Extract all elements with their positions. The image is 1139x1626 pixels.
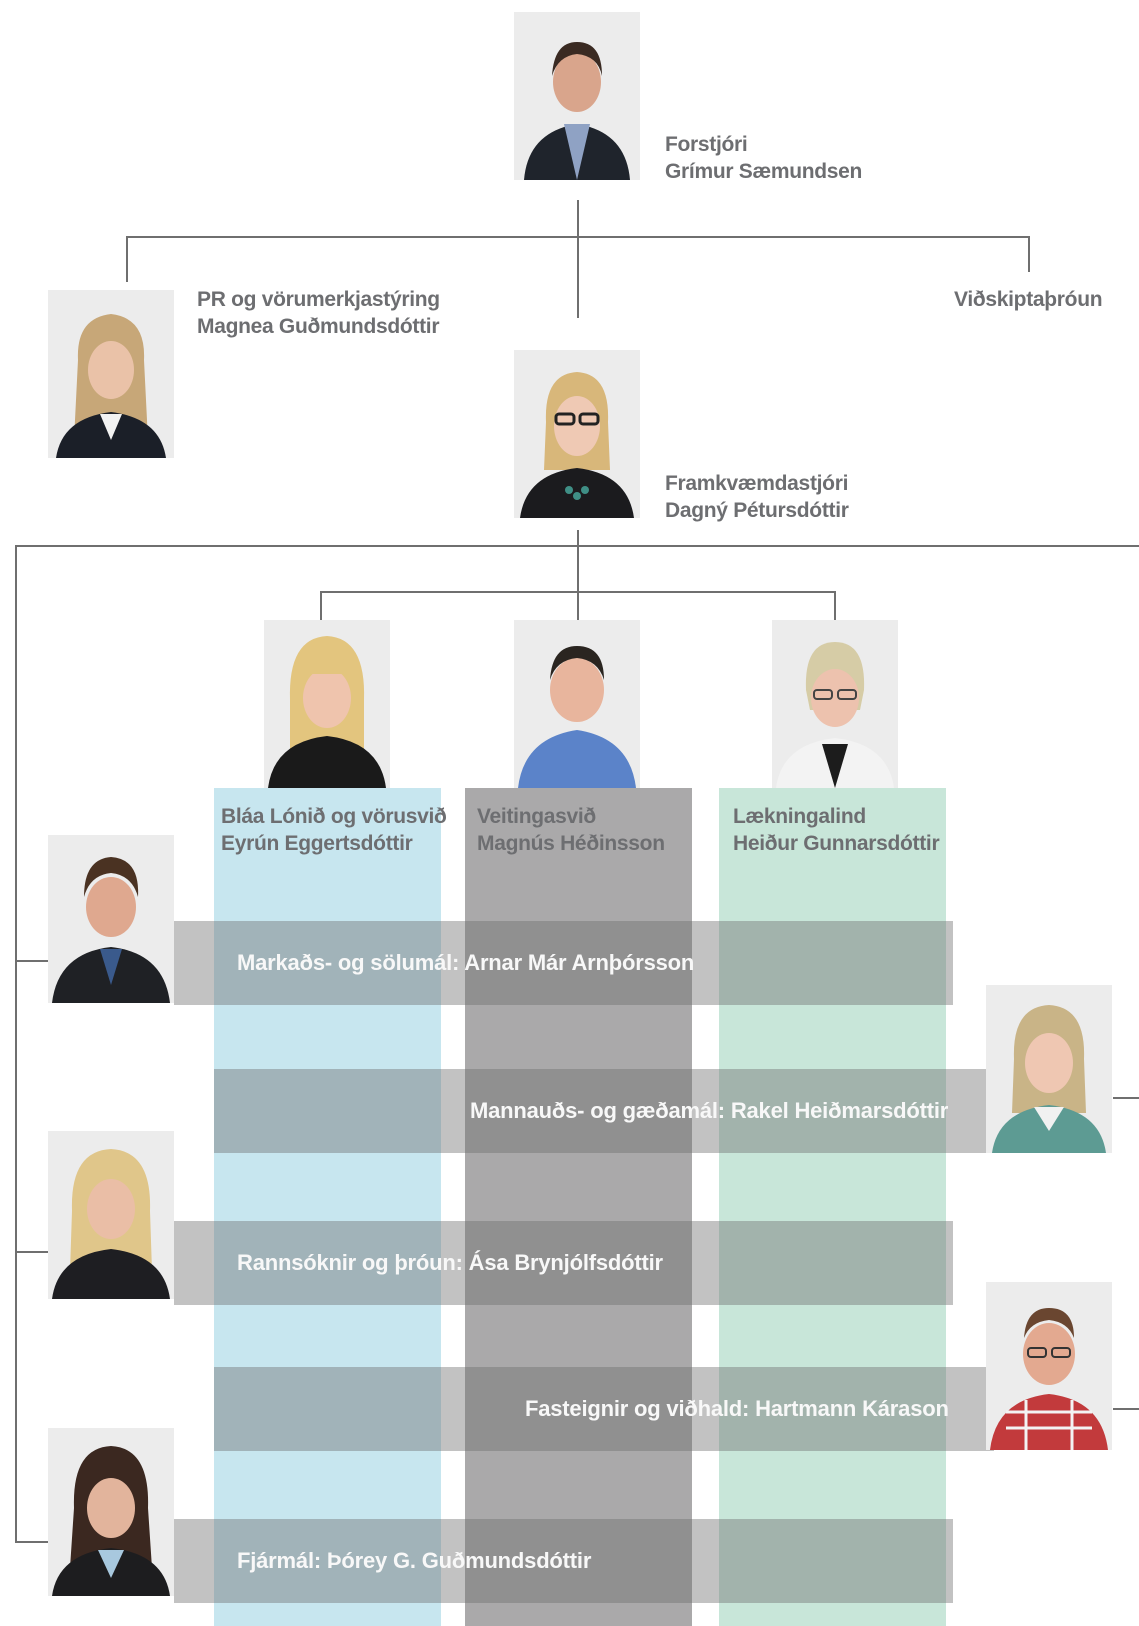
- function-band-fjarmal: [174, 1519, 953, 1603]
- person-photo-icon: [514, 620, 640, 788]
- function-label-fasteignir: Fasteignir og viðhald: Hartmann Kárason: [525, 1396, 949, 1421]
- function-photo-markadsmal: [48, 835, 174, 1003]
- function-band-rannsoknir: [174, 1221, 953, 1305]
- division-column-green: [719, 788, 946, 1626]
- bizdev-connector-line: [1028, 236, 1030, 272]
- pr-name: Magnea Guðmundsdóttir: [197, 315, 440, 338]
- division-label-2: Veitingasvið Magnús Héðinsson: [477, 803, 665, 857]
- division-label-3: Lækningalind Heiður Gunnarsdóttir: [733, 803, 940, 857]
- function-label-fjarmal: Fjármál: Þórey G. Guðmundsdóttir: [237, 1548, 592, 1573]
- bizdev-role: Viðskiptaþróun: [954, 288, 1103, 311]
- function-band-markadsmal: [174, 921, 953, 1005]
- ceo-down-line: [577, 200, 579, 318]
- md-name: Dagný Pétursdóttir: [665, 499, 849, 522]
- md-role: Framkvæmdastjóri: [665, 472, 849, 495]
- person-photo-icon: [514, 350, 640, 518]
- pr-photo: [48, 290, 174, 458]
- division-name: Eyrún Eggertsdóttir: [221, 832, 413, 855]
- pr-role: PR og vörumerkjastýring: [197, 288, 440, 311]
- tick-rannsoknir: [15, 1251, 48, 1253]
- staff-branch-line: [15, 545, 1139, 547]
- md-down-line: [577, 530, 579, 622]
- tick-fjarmal: [15, 1541, 48, 1543]
- tick-fasteignir: [1113, 1408, 1139, 1410]
- division-role: Bláa Lónið og vörusvið: [221, 805, 447, 828]
- person-photo-icon: [772, 620, 898, 788]
- division-role: Veitingasvið: [477, 805, 596, 828]
- person-photo-icon: [48, 1428, 174, 1596]
- function-band-fasteignir: [214, 1367, 994, 1451]
- person-photo-icon: [48, 835, 174, 1003]
- bizdev-label: Viðskiptaþróun: [954, 286, 1103, 313]
- division-photo-3: [772, 620, 898, 788]
- function-label-mannaudsmal: Mannauðs- og gæðamál: Rakel Heiðmarsdótt…: [470, 1098, 949, 1123]
- md-photo: [514, 350, 640, 518]
- division-right-connector: [834, 591, 836, 621]
- pr-label: PR og vörumerkjastýring Magnea Guðmundsd…: [197, 286, 440, 340]
- division-role: Lækningalind: [733, 805, 866, 828]
- division-photo-1: [264, 620, 390, 788]
- person-photo-icon: [48, 1131, 174, 1299]
- function-label-rannsoknir: Rannsóknir og þróun: Ása Brynjólfsdóttir: [237, 1250, 663, 1275]
- division-column-gray: [465, 788, 692, 1626]
- pr-connector-line: [126, 236, 128, 282]
- ceo-name: Grímur Sæmundsen: [665, 160, 863, 183]
- ceo-role: Forstjóri: [665, 133, 748, 156]
- person-photo-icon: [986, 1282, 1112, 1450]
- division-name: Magnús Héðinsson: [477, 832, 665, 855]
- division-name: Heiður Gunnarsdóttir: [733, 832, 940, 855]
- person-photo-icon: [986, 985, 1112, 1153]
- division-column-blue: [214, 788, 441, 1626]
- division-photo-2: [514, 620, 640, 788]
- function-photo-mannaudsmal: [986, 985, 1112, 1153]
- ceo-label: Forstjóri Grímur Sæmundsen: [665, 131, 862, 185]
- tick-mannaudsmal: [1113, 1097, 1139, 1099]
- function-label-markadsmal: Markaðs- og sölumál: Arnar Már Arnþórsso…: [237, 950, 695, 975]
- function-photo-rannsoknir: [48, 1131, 174, 1299]
- division-left-connector: [320, 591, 322, 621]
- division-branch-line: [320, 591, 836, 593]
- top-branch-line: [126, 236, 1030, 238]
- division-label-1: Bláa Lónið og vörusvið Eyrún Eggertsdótt…: [221, 803, 447, 857]
- function-photo-fjarmal: [48, 1428, 174, 1596]
- person-photo-icon: [48, 290, 174, 458]
- function-band-mannaudsmal: [214, 1069, 994, 1153]
- tick-markadsmal: [15, 960, 48, 962]
- person-photo-icon: [264, 620, 390, 788]
- function-photo-fasteignir: [986, 1282, 1112, 1450]
- ceo-photo: [514, 12, 640, 180]
- person-photo-icon: [514, 12, 640, 180]
- staff-left-vertical-line: [15, 545, 17, 1542]
- md-label: Framkvæmdastjóri Dagný Pétursdóttir: [665, 470, 849, 524]
